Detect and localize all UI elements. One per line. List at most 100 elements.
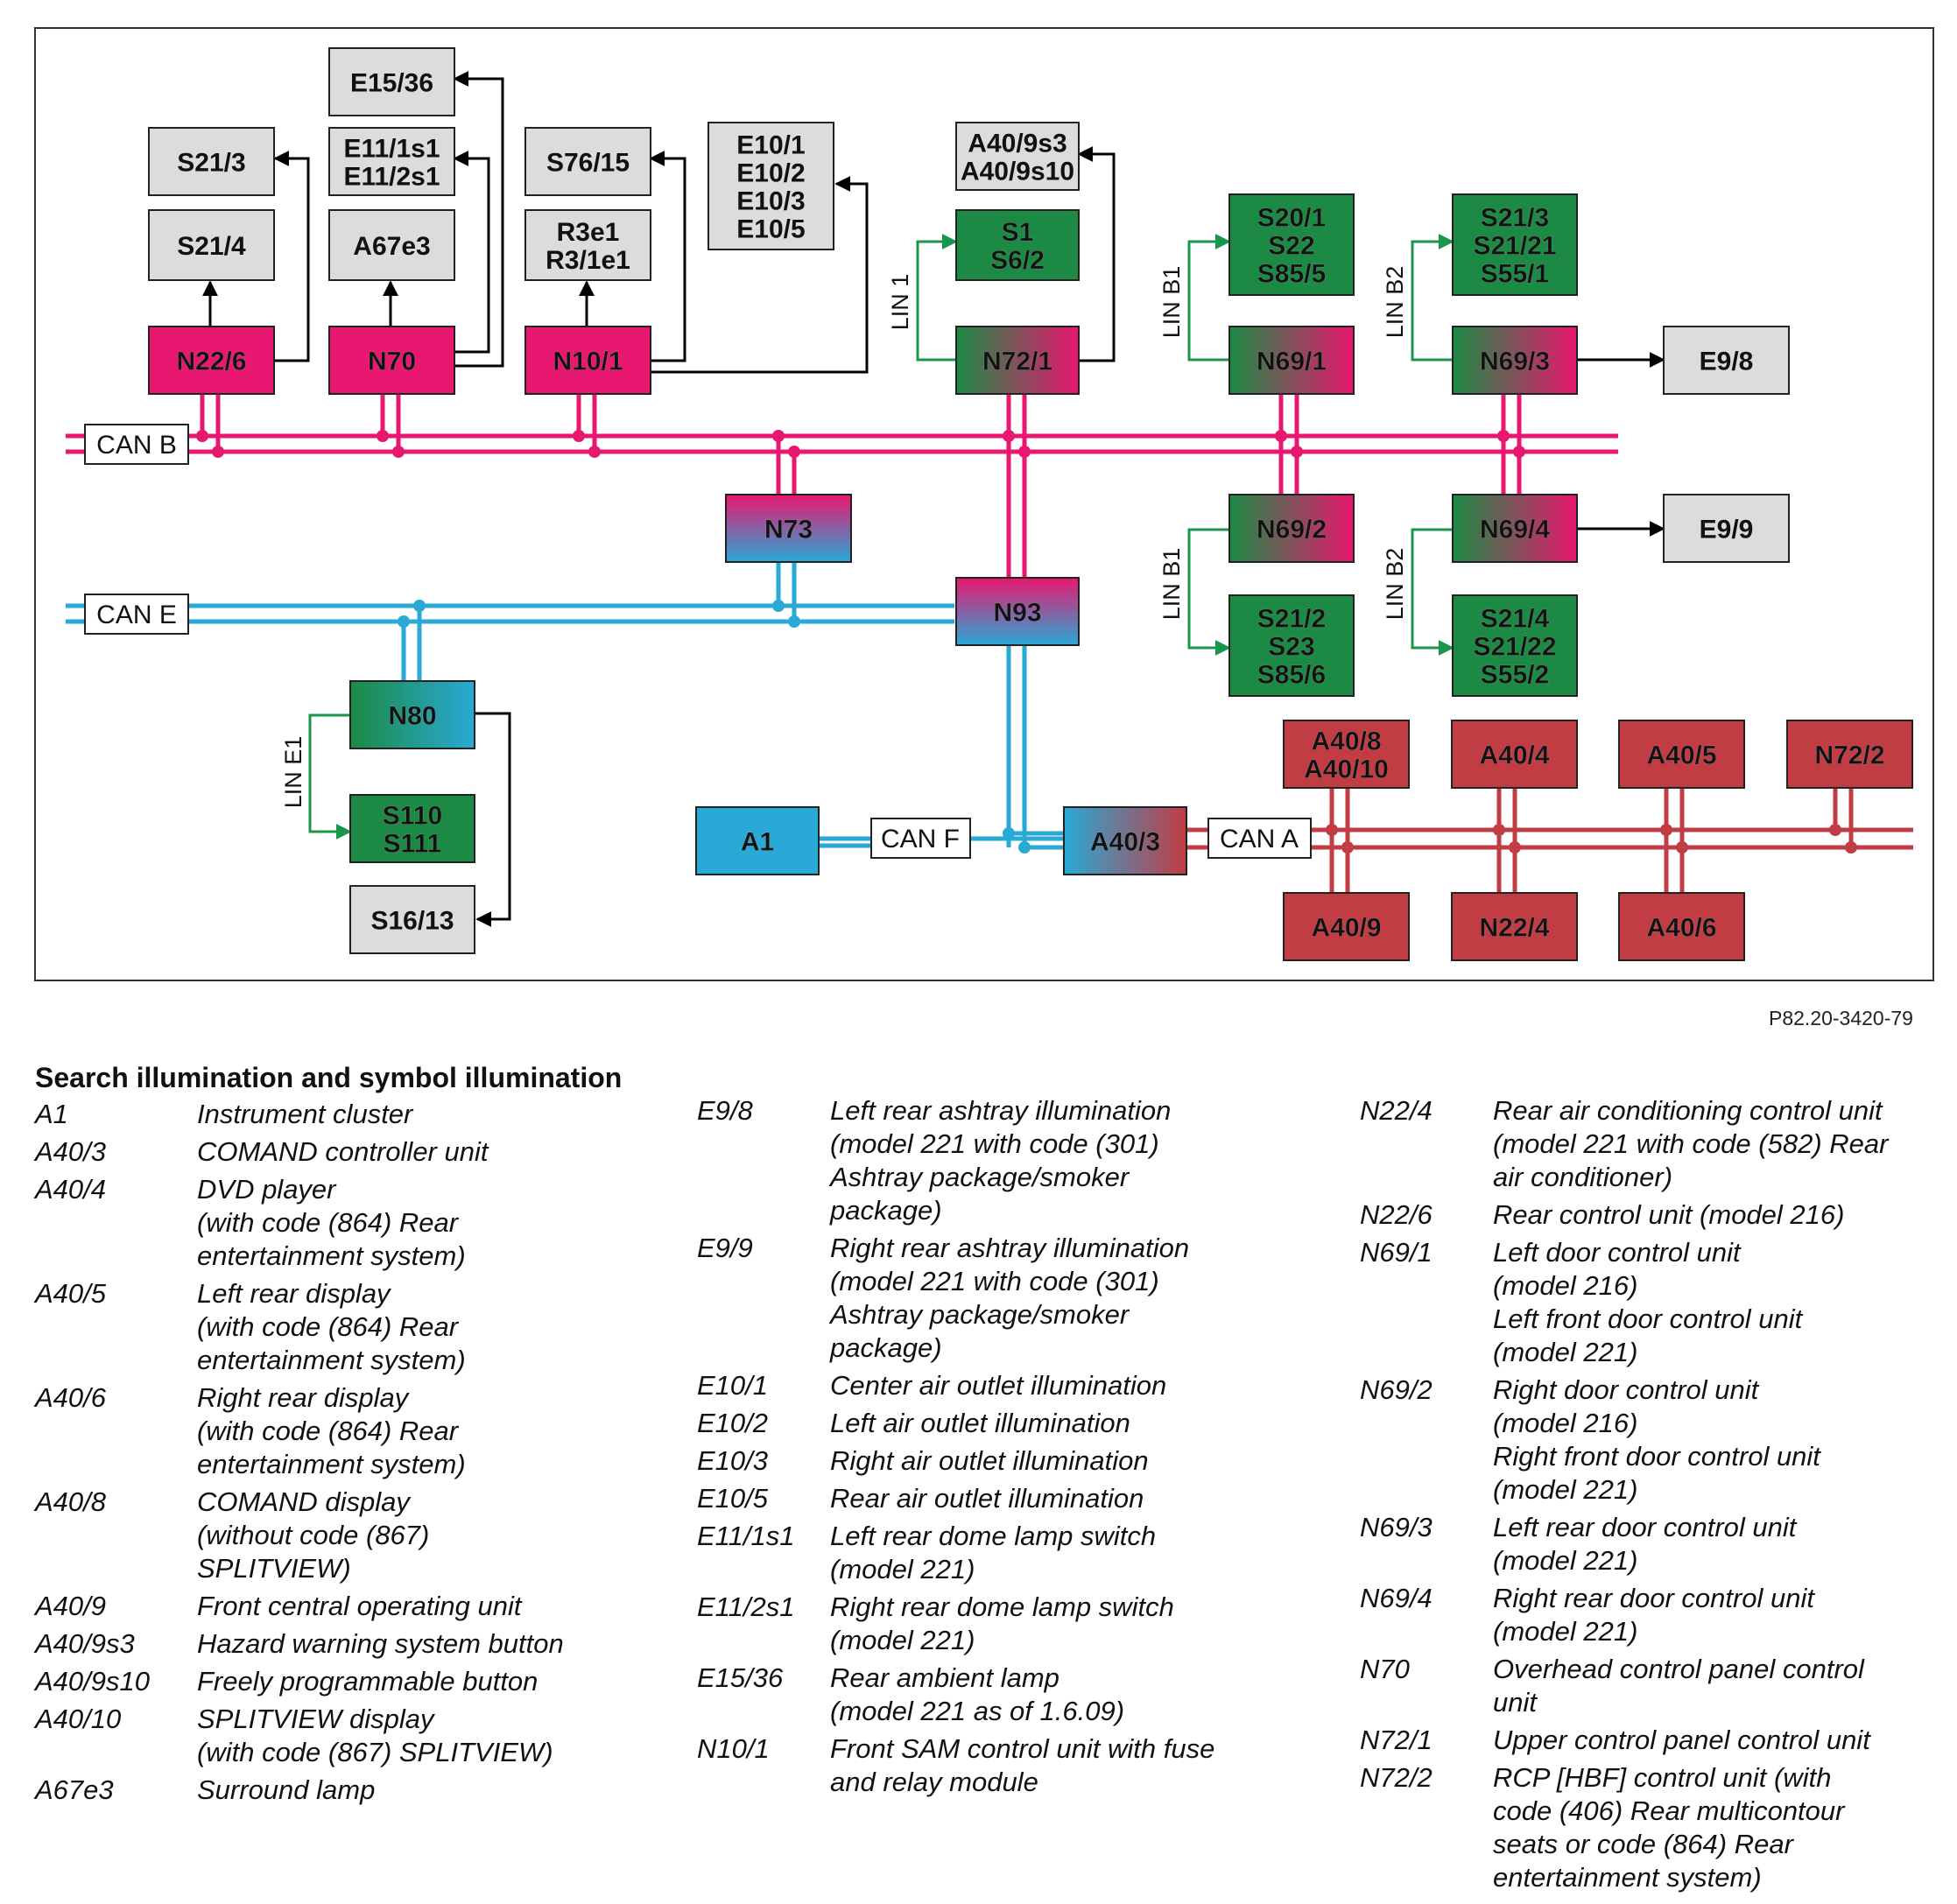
node-label: S76/15 <box>546 149 630 178</box>
node-a1: A1 <box>695 806 820 875</box>
lin-label: LIN B2 <box>1382 266 1408 339</box>
node-label: N69/2 <box>1257 516 1327 545</box>
node-box <box>1283 892 1410 961</box>
lin-label: LIN E1 <box>280 736 306 809</box>
network-diagram: LIN 1 LIN B1 LIN B2 LIN B1 LIN B2 LIN E1… <box>34 27 1934 981</box>
legend-code: E11/1s1 <box>697 1521 795 1551</box>
legend-code: N69/4 <box>1360 1583 1433 1613</box>
node-e9-9: E9/9 <box>1663 494 1790 563</box>
legend-description-line: entertainment system) <box>197 1345 466 1375</box>
node-a40-4: A40/4 <box>1451 720 1578 789</box>
legend-description-line: RCP [HBF] control unit (with <box>1493 1762 1832 1793</box>
legend-description-line: (model 221) <box>1493 1337 1638 1367</box>
legend-description: Front central operating unit <box>197 1590 648 1623</box>
node-label: S21/21 <box>1473 232 1556 261</box>
legend-description: Right rear dome lamp switch(model 221) <box>830 1591 1284 1657</box>
node-box <box>349 794 475 863</box>
legend-code: A40/5 <box>35 1278 107 1309</box>
node-label: S55/1 <box>1481 260 1549 289</box>
node-box <box>1452 594 1578 697</box>
node-label: N72/1 <box>982 348 1052 376</box>
node-a40-9: A40/9 <box>1283 892 1410 961</box>
legend-code: A40/9 <box>35 1591 107 1621</box>
legend-description-line: (model 221 with code (301) <box>830 1128 1159 1159</box>
legend-description-line: Rear control unit (model 216) <box>1493 1199 1845 1230</box>
legend-description-line: Upper control panel control unit <box>1493 1725 1870 1755</box>
node-a40-6: A40/6 <box>1618 892 1745 961</box>
legend-code: E15/36 <box>697 1662 784 1693</box>
node-label: E15/36 <box>350 69 433 98</box>
node-label: N72/2 <box>1814 741 1884 770</box>
node-n69-3: N69/3 <box>1452 326 1578 395</box>
node-box <box>328 209 455 281</box>
legend-description: Center air outlet illumination <box>830 1369 1284 1402</box>
node-n72-1: N72/1 <box>955 326 1080 395</box>
node-box <box>328 127 455 196</box>
legend-description-line: entertainment system) <box>197 1240 466 1271</box>
node-box <box>328 326 455 395</box>
legend-description-line: SPLITVIEW) <box>197 1553 351 1584</box>
node-label: S21/4 <box>1481 605 1550 634</box>
legend-code: N22/4 <box>1360 1095 1433 1126</box>
legend-description-line: COMAND display <box>197 1486 410 1517</box>
node-label: S110 <box>383 802 442 831</box>
legend-description-line: Instrument cluster <box>197 1099 413 1129</box>
can-e-junctions <box>398 600 1031 854</box>
legend-description-line: SPLITVIEW display <box>197 1704 434 1734</box>
legend-code: N72/2 <box>1360 1762 1433 1793</box>
node-label: A40/9s10 <box>961 158 1074 186</box>
legend-code: N69/2 <box>1360 1374 1433 1405</box>
node-s21-3: S21/3 <box>148 127 275 196</box>
node-label: A40/10 <box>1304 755 1389 784</box>
node-label: R3/1e1 <box>546 246 630 275</box>
node-box <box>955 122 1080 191</box>
legend-code: A40/6 <box>35 1382 107 1413</box>
node-n70: N70 <box>328 326 455 395</box>
node-box <box>707 122 834 250</box>
node-label: S6/2 <box>990 246 1045 275</box>
node-label: S21/2 <box>1257 605 1326 634</box>
legend-description-line: DVD player <box>197 1174 336 1205</box>
node-label: S55/2 <box>1481 661 1549 690</box>
legend-description: Right rear door control unit(model 221) <box>1493 1582 1955 1648</box>
node-box <box>955 326 1080 395</box>
legend-description-line: (with code (864) Rear <box>197 1207 459 1238</box>
legend-code: N69/1 <box>1360 1237 1433 1268</box>
node-label: N70 <box>368 348 416 376</box>
legend-description: Instrument cluster <box>197 1098 648 1131</box>
legend-description-line: code (406) Rear multicontour <box>1493 1795 1845 1826</box>
legend-description-line: Left air outlet illumination <box>830 1408 1130 1438</box>
legend-entry: A40/3 COMAND controller unit <box>35 1135 648 1169</box>
legend-description-line: COMAND controller unit <box>197 1136 489 1167</box>
node-box <box>1228 193 1355 296</box>
legend-code: A40/3 <box>35 1136 107 1167</box>
diagram-reference: P82.20-3420-79 <box>1769 1007 1913 1029</box>
legend-description-line: Right front door control unit <box>1493 1441 1820 1472</box>
node-n73: N73 <box>725 494 852 563</box>
can-a-junctions <box>1326 824 1857 854</box>
legend-code: A40/8 <box>35 1486 107 1517</box>
legend-description-line: (model 216) <box>1493 1408 1638 1438</box>
legend-description-line: Left front door control unit <box>1493 1303 1803 1334</box>
legend-description-line: Front central operating unit <box>197 1591 522 1621</box>
legend-description-line: Left door control unit <box>1493 1237 1741 1268</box>
node-label: S21/3 <box>177 149 245 178</box>
legend-description-line: (with code (864) Rear <box>197 1311 459 1342</box>
legend-description: Rear ambient lamp(model 221 as of 1.6.09… <box>830 1662 1284 1728</box>
